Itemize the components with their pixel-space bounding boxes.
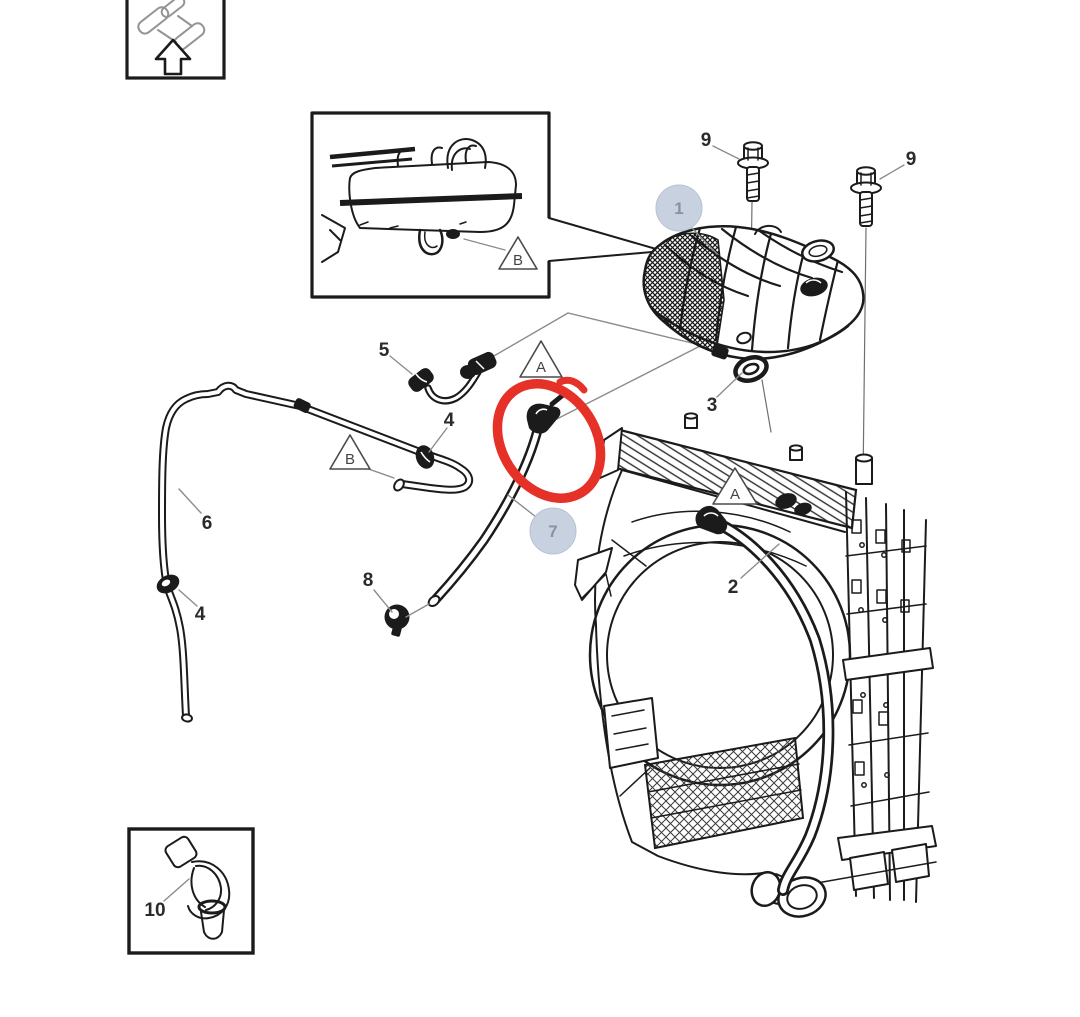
retainer-clip-box: 10 <box>127 827 255 955</box>
marker-letter: A <box>730 486 740 503</box>
triangle-b1-leader <box>463 238 506 251</box>
part-label-9a: 9 <box>701 130 712 151</box>
marker-letter: A <box>536 359 546 376</box>
triangle-marker-b1: B <box>498 236 538 270</box>
triangle-marker-a2: A <box>712 467 758 505</box>
vent-hose-5 <box>408 351 497 405</box>
part-label-9b: 9 <box>906 149 917 170</box>
part-label-10: 10 <box>144 900 165 921</box>
part-label-2: 2 <box>728 577 739 598</box>
label-10-leader <box>163 878 190 902</box>
marker-letter: B <box>513 252 523 269</box>
triangle-marker-a1: A <box>519 340 563 378</box>
expansion-tank-1 <box>642 224 865 361</box>
part-label-6: 6 <box>202 513 213 534</box>
pipe-clip <box>293 398 311 413</box>
pipe-end-opening <box>393 478 405 492</box>
hose-clamp-4b <box>156 574 180 594</box>
tank-port <box>736 331 752 345</box>
retainer-clip-art <box>164 835 231 940</box>
triangle-marker-b2: B <box>329 434 371 470</box>
part-label-4b: 4 <box>195 604 206 625</box>
badge-label-7: 7 <box>529 507 577 555</box>
svg-text:1: 1 <box>674 199 683 218</box>
tank-end-mesh <box>642 232 725 354</box>
tank-side-view-art <box>321 138 523 263</box>
tank-bottom-stub <box>711 344 729 360</box>
radiator-top-bosses <box>684 412 812 516</box>
part-label-3: 3 <box>707 395 718 416</box>
svg-text:7: 7 <box>548 522 557 541</box>
grommet-3 <box>733 355 769 383</box>
radiator-bottom-mesh <box>643 736 805 850</box>
label-leader-lines <box>178 145 905 613</box>
part-label-8: 8 <box>363 570 374 591</box>
red-highlight-ellipse <box>492 376 606 503</box>
marker-letter: B <box>345 451 355 468</box>
hose-7-elbow-fitting <box>526 403 561 434</box>
part-label-4a: 4 <box>444 410 455 431</box>
coolant-pipe-6 <box>156 381 474 723</box>
mounting-bolt-9b <box>850 166 882 227</box>
callout-pointer <box>548 217 664 262</box>
hose-clamp-8 <box>384 603 430 637</box>
radiator-assembly: A <box>574 412 937 918</box>
mounting-bolt-9a <box>737 141 769 202</box>
badge-label-1: 1 <box>655 184 703 232</box>
radiator-hose-2 <box>695 505 835 896</box>
hose-end-opening <box>427 594 441 608</box>
thumbnail-nav-box <box>125 0 226 80</box>
part-label-5: 5 <box>379 340 390 361</box>
overflow-hose-7 <box>427 392 566 608</box>
pipe-end-opening <box>181 713 193 723</box>
detail-callout-box: B <box>310 111 664 299</box>
filler-cap <box>801 239 835 263</box>
part-number-labels: 9 9 5 3 4 6 2 8 4 <box>195 130 917 625</box>
radiator-side-frame <box>799 453 937 903</box>
up-arrow-icon <box>154 38 192 76</box>
